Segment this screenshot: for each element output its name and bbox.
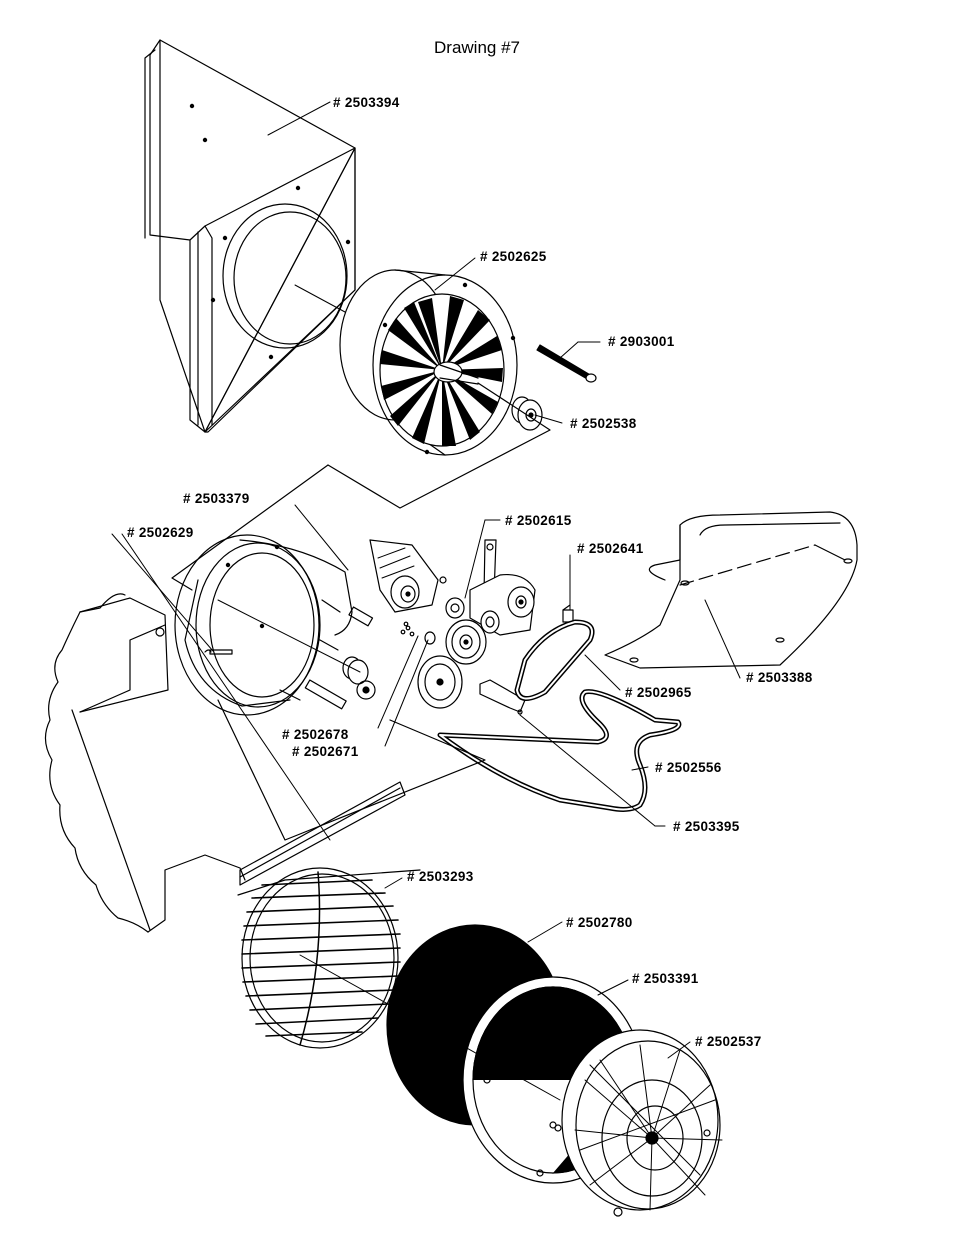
callout-2502538: # 2502538 bbox=[570, 416, 637, 431]
pin-2502629 bbox=[204, 649, 233, 655]
motor bbox=[445, 539, 536, 665]
callout-2503391: # 2503391 bbox=[632, 971, 699, 986]
callout-2502641: # 2502641 bbox=[577, 541, 644, 556]
left-housing bbox=[44, 593, 246, 933]
small-pulley bbox=[511, 396, 543, 431]
belt-2502965 bbox=[514, 619, 595, 701]
callout-2503379: # 2503379 bbox=[183, 491, 250, 506]
shafts bbox=[304, 606, 415, 710]
belt-guard bbox=[604, 511, 858, 669]
callout-2502678: # 2502678 bbox=[282, 727, 349, 742]
callout-2502556: # 2502556 bbox=[655, 760, 722, 775]
small-bracket bbox=[562, 604, 574, 623]
drawing-title: Drawing #7 bbox=[434, 38, 520, 57]
idler-assembly bbox=[342, 631, 436, 700]
fan-guard bbox=[554, 1029, 723, 1217]
callout-2502615: # 2502615 bbox=[505, 513, 572, 528]
callout-2502537: # 2502537 bbox=[695, 1034, 762, 1049]
callout-2503293: # 2503293 bbox=[407, 869, 474, 884]
motor-bracket bbox=[369, 539, 447, 613]
callout-2903001: # 2903001 bbox=[608, 334, 675, 349]
callout-2502671: # 2502671 bbox=[292, 744, 359, 759]
callout-2502780: # 2502780 bbox=[566, 915, 633, 930]
callout-2502625: # 2502625 bbox=[480, 249, 547, 264]
blower-ring bbox=[174, 534, 353, 716]
leader-lines bbox=[111, 101, 741, 1101]
large-pulley bbox=[417, 655, 526, 715]
callout-2503394: # 2503394 bbox=[333, 95, 400, 110]
callout-2502629: # 2502629 bbox=[127, 525, 194, 540]
grille bbox=[241, 867, 401, 1049]
bolt-2903001 bbox=[536, 344, 597, 383]
callout-2502965: # 2502965 bbox=[625, 685, 692, 700]
fan-wheel bbox=[339, 269, 518, 456]
hood-housing bbox=[144, 39, 356, 433]
callout-2503395: # 2503395 bbox=[673, 819, 740, 834]
belt-2502556 bbox=[437, 689, 682, 812]
rail bbox=[239, 781, 406, 886]
callout-2503388: # 2503388 bbox=[746, 670, 813, 685]
